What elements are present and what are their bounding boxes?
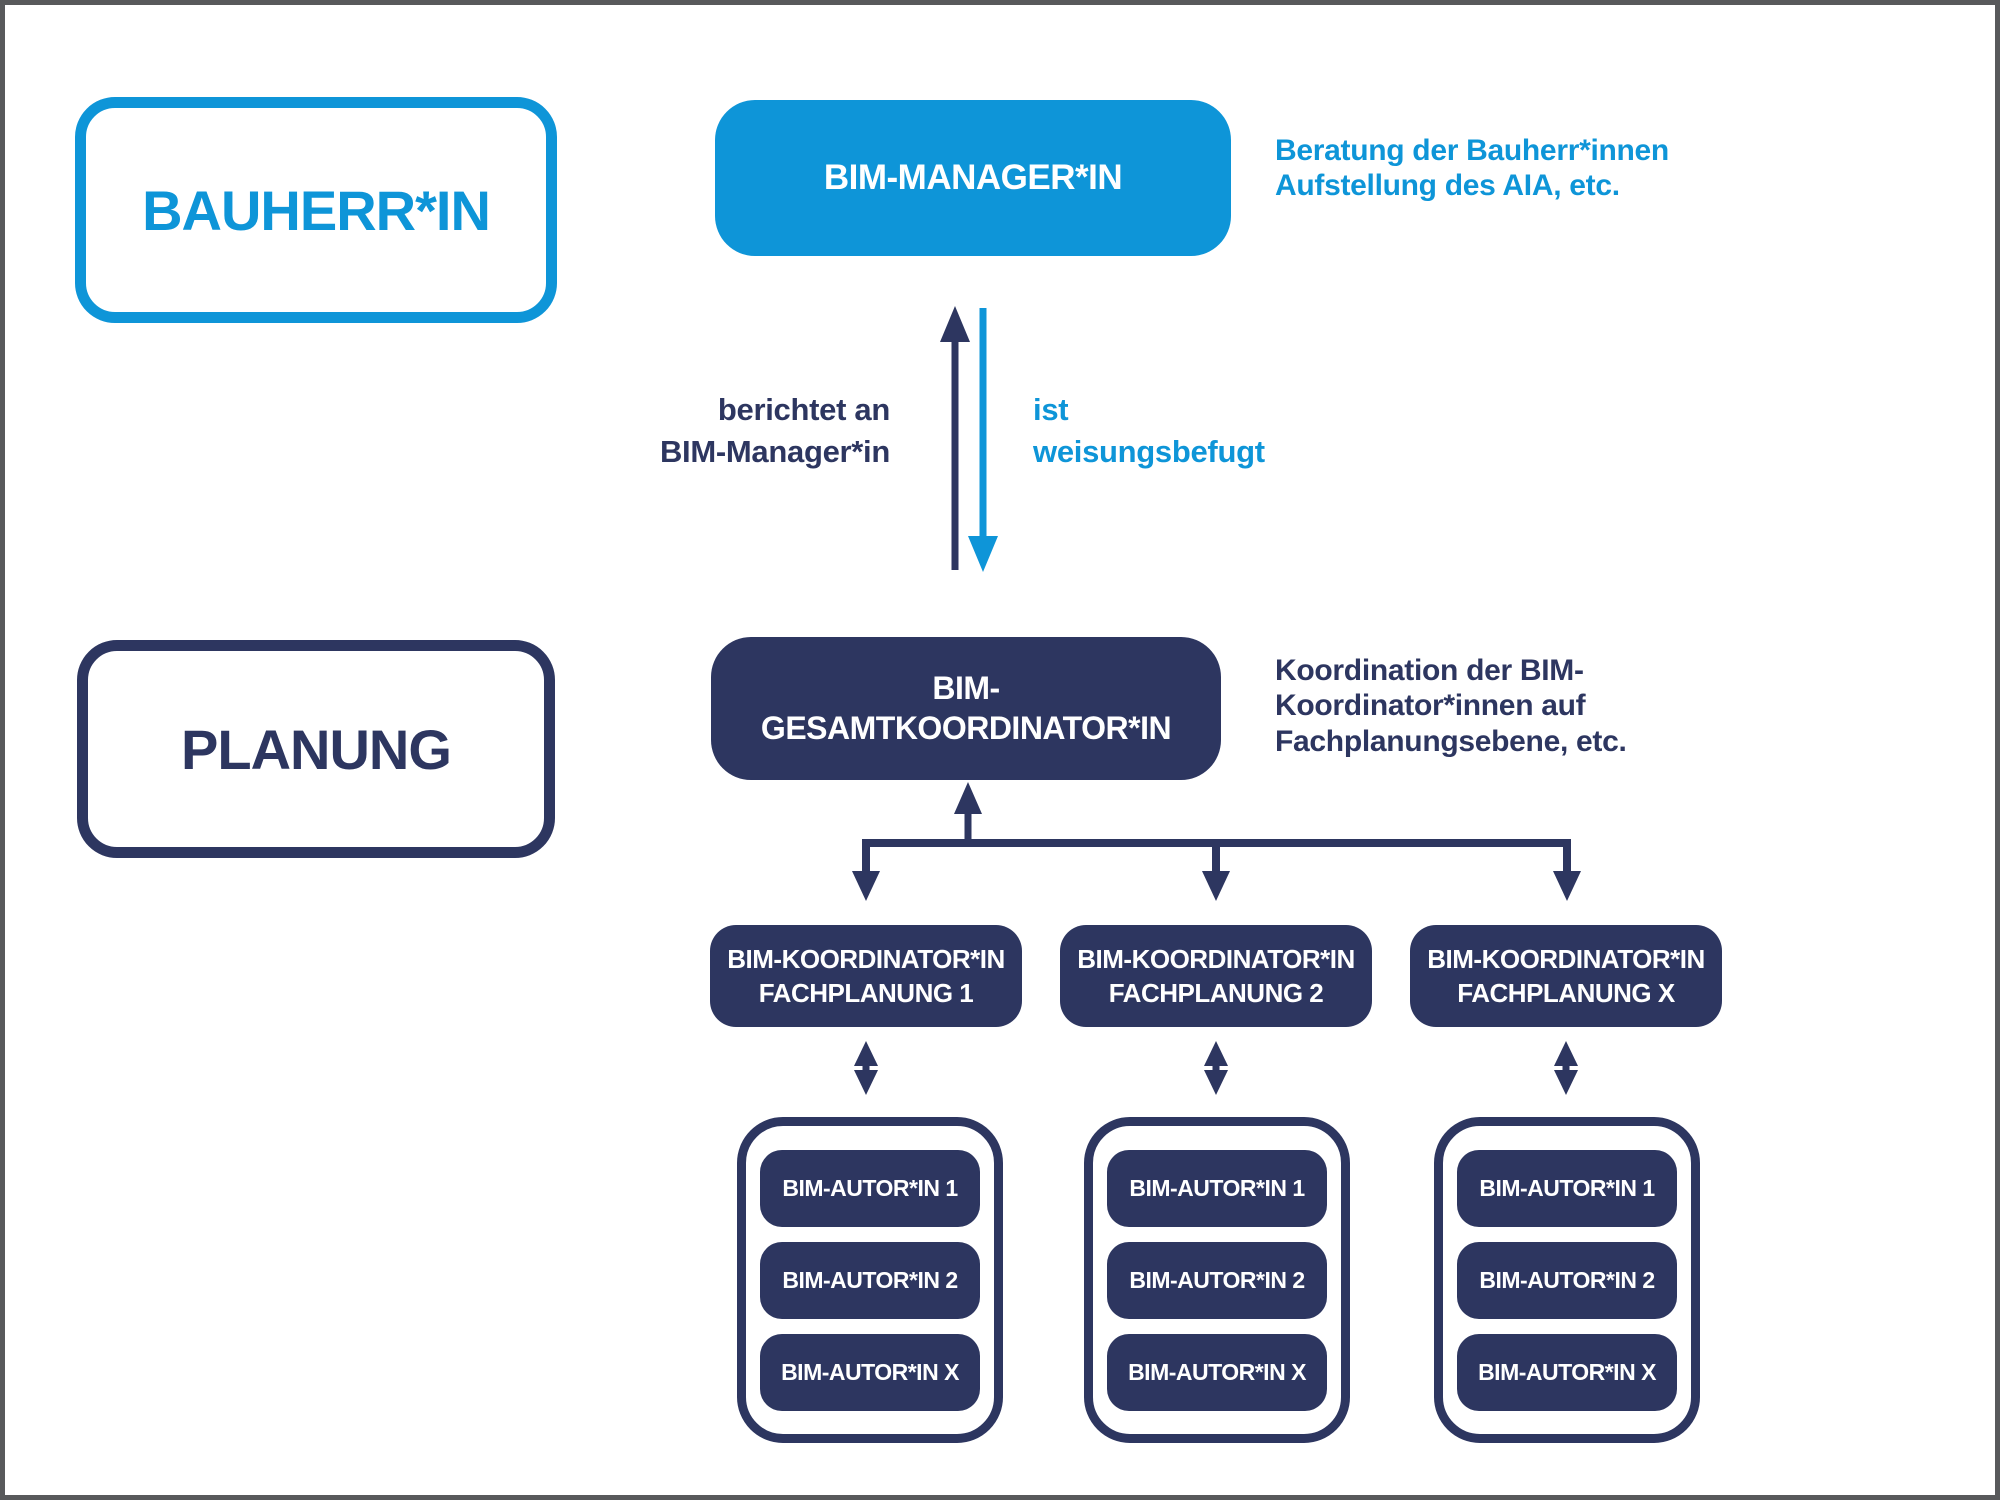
note-bim-manager: Beratung der Bauherr*innen Aufstellung d… bbox=[1275, 133, 1669, 204]
lane-bauherr-label: BAUHERR*IN bbox=[142, 178, 491, 242]
koordinator-1-line1: BIM-KOORDINATOR*IN bbox=[727, 943, 1005, 974]
note-bim-manager-line2: Aufstellung des AIA, etc. bbox=[1275, 169, 1620, 203]
node-bim-autor-1: BIM-AUTOR*IN 1 bbox=[1107, 1149, 1327, 1227]
author-group-fachplanung-2: BIM-AUTOR*IN 1 BIM-AUTOR*IN 2 BIM-AUTOR*… bbox=[1084, 1117, 1350, 1443]
lane-planung-label: PLANUNG bbox=[181, 717, 452, 781]
koordinator-2-line2: FACHPLANUNG 2 bbox=[1108, 978, 1324, 1008]
author-group-fachplanung-1: BIM-AUTOR*IN 1 BIM-AUTOR*IN 2 BIM-AUTOR*… bbox=[737, 1117, 1003, 1443]
node-bim-gesamtkoordinator: BIM- GESAMTKOORDINATOR*IN bbox=[711, 637, 1221, 780]
node-bim-autor-1: BIM-AUTOR*IN 1 bbox=[1457, 1149, 1677, 1227]
label-authorized-line2: weisungsbefugt bbox=[1033, 433, 1265, 469]
report-up-arrow bbox=[940, 306, 970, 570]
node-bim-autor-2: BIM-AUTOR*IN 2 bbox=[1457, 1241, 1677, 1319]
lane-planung: PLANUNG bbox=[77, 640, 555, 858]
note-gesamtkoordinator: Koordination der BIM- Koordinator*innen … bbox=[1275, 653, 1627, 759]
koordinator-3-line2: FACHPLANUNG X bbox=[1457, 978, 1675, 1008]
lane-bauherr: BAUHERR*IN bbox=[75, 97, 557, 323]
node-bim-autor-x: BIM-AUTOR*IN X bbox=[760, 1333, 980, 1411]
autor-label: BIM-AUTOR*IN 1 bbox=[782, 1174, 958, 1201]
node-bim-autor-1: BIM-AUTOR*IN 1 bbox=[760, 1149, 980, 1227]
note-gesamt-line1: Koordination der BIM- bbox=[1275, 654, 1584, 687]
autor-label: BIM-AUTOR*IN 2 bbox=[1129, 1266, 1305, 1293]
note-gesamt-line2: Koordinator*innen auf bbox=[1275, 689, 1586, 723]
autor-label: BIM-AUTOR*IN 1 bbox=[1129, 1174, 1305, 1201]
label-authorized-line1: ist bbox=[1033, 392, 1069, 427]
link-double-arrow-3 bbox=[1554, 1041, 1578, 1095]
label-reports-to: berichtet an BIM-Manager*in bbox=[525, 389, 890, 472]
link-double-arrow-1 bbox=[854, 1041, 878, 1095]
autor-label: BIM-AUTOR*IN X bbox=[1478, 1358, 1656, 1385]
node-bim-manager-label: BIM-MANAGER*IN bbox=[823, 158, 1123, 197]
koordinator-3-line1: BIM-KOORDINATOR*IN bbox=[1427, 943, 1705, 974]
node-bim-autor-x: BIM-AUTOR*IN X bbox=[1107, 1333, 1327, 1411]
node-bim-manager: BIM-MANAGER*IN bbox=[715, 100, 1231, 256]
author-group-fachplanung-x: BIM-AUTOR*IN 1 BIM-AUTOR*IN 2 BIM-AUTOR*… bbox=[1434, 1117, 1700, 1443]
node-bim-koordinator-fachplanung-1: BIM-KOORDINATOR*IN FACHPLANUNG 1 bbox=[710, 925, 1022, 1027]
node-gesamt-line2: GESAMTKOORDINATOR*IN bbox=[760, 709, 1172, 746]
node-bim-autor-x: BIM-AUTOR*IN X bbox=[1457, 1333, 1677, 1411]
link-double-arrow-2 bbox=[1204, 1041, 1228, 1095]
node-bim-autor-2: BIM-AUTOR*IN 2 bbox=[760, 1241, 980, 1319]
node-bim-koordinator-fachplanung-x: BIM-KOORDINATOR*IN FACHPLANUNG X bbox=[1410, 925, 1722, 1027]
autor-label: BIM-AUTOR*IN 2 bbox=[782, 1266, 958, 1293]
autor-label: BIM-AUTOR*IN X bbox=[1128, 1358, 1306, 1385]
koordinator-1-line2: FACHPLANUNG 1 bbox=[758, 978, 974, 1008]
instruct-down-arrow bbox=[968, 308, 998, 572]
tree-connector bbox=[852, 782, 1581, 901]
koordinator-2-line1: BIM-KOORDINATOR*IN bbox=[1077, 943, 1355, 974]
autor-label: BIM-AUTOR*IN X bbox=[781, 1358, 959, 1385]
label-reports-to-line1: berichtet an bbox=[717, 392, 890, 427]
node-bim-koordinator-fachplanung-2: BIM-KOORDINATOR*IN FACHPLANUNG 2 bbox=[1060, 925, 1372, 1027]
label-reports-to-line2: BIM-Manager*in bbox=[659, 433, 890, 469]
node-bim-autor-2: BIM-AUTOR*IN 2 bbox=[1107, 1241, 1327, 1319]
note-gesamt-line3: Fachplanungsebene, etc. bbox=[1275, 724, 1627, 758]
autor-label: BIM-AUTOR*IN 1 bbox=[1479, 1174, 1655, 1201]
label-authorized-to-instruct: ist weisungsbefugt bbox=[1033, 389, 1265, 472]
autor-label: BIM-AUTOR*IN 2 bbox=[1479, 1266, 1655, 1293]
node-gesamt-line1: BIM- bbox=[932, 670, 1000, 707]
note-bim-manager-line1: Beratung der Bauherr*innen bbox=[1275, 134, 1669, 167]
